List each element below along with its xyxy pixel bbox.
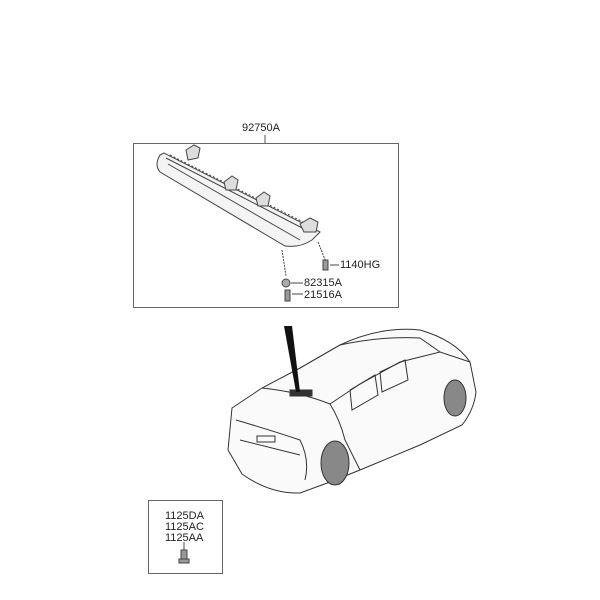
fastener-screw-icon <box>178 542 190 564</box>
location-pointer <box>284 326 300 392</box>
fastener-part-number: 1125AC <box>165 521 204 533</box>
callout-82315a: 82315A <box>304 277 342 289</box>
assembly-part-number: 92750A <box>242 122 280 134</box>
callout-21516a: 21516A <box>304 289 342 301</box>
assembly-box <box>133 143 399 308</box>
callout-1140hg: 1140HG <box>340 259 381 271</box>
fastener-box <box>148 500 223 574</box>
fastener-part-number: 1125AA <box>165 532 204 544</box>
vehicle-rear-view <box>227 328 477 494</box>
high-mount-stop-lamp <box>156 144 339 302</box>
fastener-part-number: 1125DA <box>165 510 204 522</box>
